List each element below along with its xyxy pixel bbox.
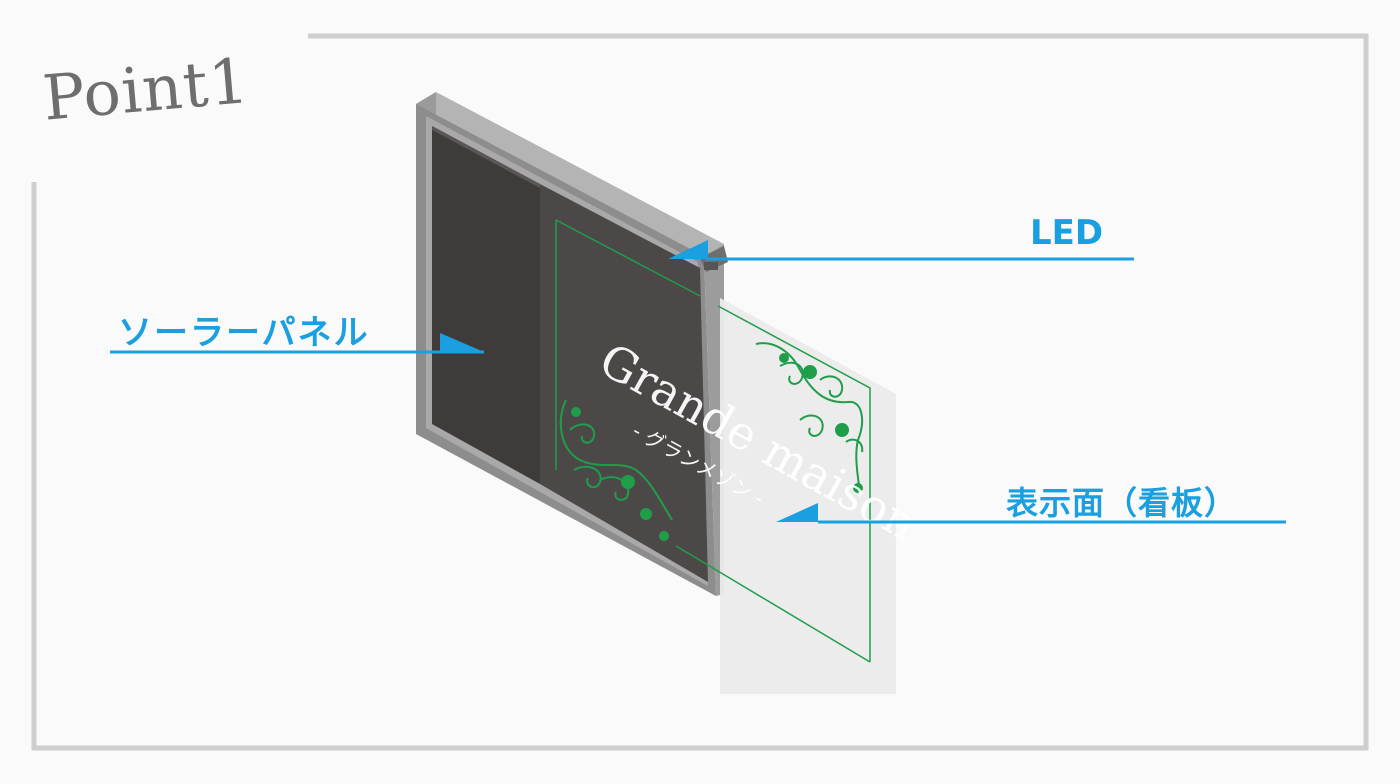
- solar-panel: [432, 126, 540, 484]
- border-frame: [31, 33, 1369, 751]
- label-solar-panel: ソーラーパネル: [118, 313, 370, 353]
- label-led: LED: [1030, 213, 1104, 253]
- leader-lines: [110, 240, 1286, 524]
- label-display-surface: 表示面（看板）: [1006, 484, 1238, 522]
- solar-arrow-icon: [440, 333, 484, 352]
- display-board: [555, 219, 896, 694]
- ornament-left: [559, 399, 673, 541]
- display-arrow-icon: [776, 503, 818, 522]
- led-arrow-icon: [668, 240, 708, 259]
- back-panel: [540, 184, 708, 582]
- ornament-right: [755, 342, 864, 495]
